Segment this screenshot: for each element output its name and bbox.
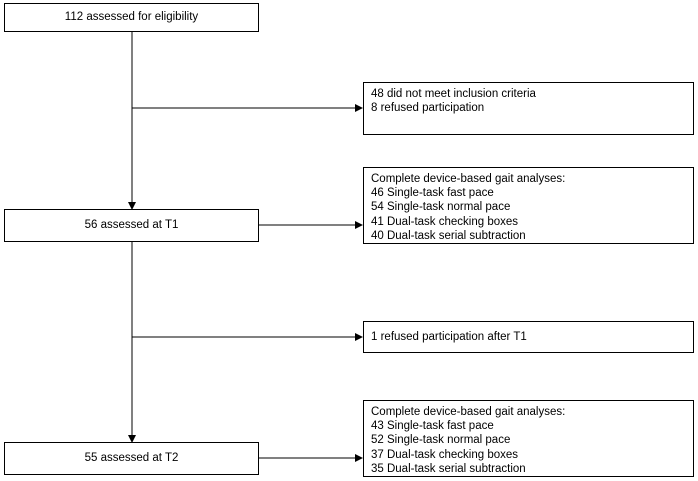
t1-box: 56 assessed at T1 [4, 209, 259, 242]
excluded-line: 8 refused participation [371, 102, 485, 115]
analyses-t2-box: Complete device-based gait analyses: 43 … [363, 400, 694, 477]
t2-box: 55 assessed at T2 [4, 442, 259, 475]
eligibility-box: 112 assessed for eligibility [4, 3, 259, 32]
analyses-t1-line: 41 Dual-task checking boxes [371, 215, 519, 228]
analyses-t2-line: 43 Single-task fast pace [371, 420, 494, 433]
dropout-line: 1 refused participation after T1 [371, 331, 527, 343]
analyses-t2-line: 35 Dual-task serial subtraction [371, 462, 526, 475]
t1-text: 56 assessed at T1 [84, 219, 179, 232]
analyses-t1-heading: Complete device-based gait analyses: [371, 173, 566, 185]
t2-text: 55 assessed at T2 [84, 452, 179, 465]
excluded-line: 48 did not meet inclusion criteria [371, 88, 536, 100]
analyses-t1-box: Complete device-based gait analyses: 46 … [363, 167, 694, 244]
excluded-box: 48 did not meet inclusion criteria 8 ref… [363, 82, 694, 135]
eligibility-text: 112 assessed for eligibility [64, 11, 199, 24]
analyses-t2-line: 52 Single-task normal pace [371, 434, 511, 447]
analyses-t1-line: 46 Single-task fast pace [371, 187, 494, 200]
analyses-t1-line: 40 Dual-task serial subtraction [371, 229, 526, 242]
analyses-t2-heading: Complete device-based gait analyses: [371, 406, 566, 418]
analyses-t1-line: 54 Single-task normal pace [371, 201, 511, 214]
dropout-box: 1 refused participation after T1 [363, 321, 694, 353]
analyses-t2-line: 37 Dual-task checking boxes [371, 448, 519, 461]
